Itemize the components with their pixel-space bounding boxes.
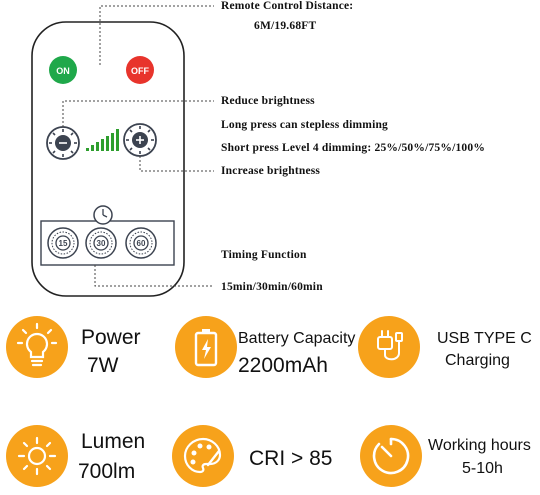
power-label: Power xyxy=(81,326,141,349)
sun-icon xyxy=(17,436,57,476)
usb-plug-icon xyxy=(377,330,403,361)
distance-title: Remote Control Distance: xyxy=(221,0,354,12)
power-value: 7W xyxy=(87,354,119,377)
timer-30-label: 30 xyxy=(97,239,106,248)
timer-icon xyxy=(372,437,410,475)
distance-value: 6M/19.68FT xyxy=(254,20,317,32)
timer-15-label: 15 xyxy=(59,239,68,248)
cri-feature-icon xyxy=(172,425,234,487)
battery-label: Battery Capacity xyxy=(238,330,356,347)
cri-text: CRI > 85 xyxy=(249,447,333,470)
lumen-label: Lumen xyxy=(81,430,146,453)
reduce-leader xyxy=(62,100,214,127)
battery-icon xyxy=(194,329,218,367)
on-button[interactable]: ON xyxy=(49,56,77,84)
timer-15-button[interactable]: 15 xyxy=(47,227,79,259)
hours-value: 5-10h xyxy=(462,460,503,477)
reduce-brightness-button[interactable] xyxy=(46,126,80,160)
reduce-brightness-text: Reduce brightness xyxy=(221,95,315,107)
hours-label: Working hours xyxy=(428,437,531,454)
off-label: OFF xyxy=(131,66,149,76)
battery-feature-icon xyxy=(175,316,237,378)
on-label: ON xyxy=(56,66,70,76)
dimming-level-bars xyxy=(86,129,119,151)
usb-line2: Charging xyxy=(445,352,510,369)
battery-value: 2200mAh xyxy=(238,354,328,377)
clock-icon xyxy=(93,205,113,225)
increase-leader xyxy=(139,156,214,172)
short-press-text: Short press Level 4 dimming: 25%/50%/75%… xyxy=(221,142,486,154)
usb-feature-icon xyxy=(358,316,420,378)
timer-60-label: 60 xyxy=(137,239,146,248)
off-button[interactable]: OFF xyxy=(126,56,154,84)
remote-diagram: ON OFF xyxy=(31,5,214,297)
timer-60-button[interactable]: 60 xyxy=(125,227,157,259)
usb-line1: USB TYPE C xyxy=(437,330,532,347)
timer-30-button[interactable]: 30 xyxy=(85,227,117,259)
timing-function-text: Timing Function xyxy=(221,249,307,261)
bulb-icon xyxy=(16,322,58,367)
lumen-feature-icon xyxy=(6,425,68,487)
long-press-text: Long press can stepless dimming xyxy=(221,119,389,131)
increase-brightness-text: Increase brightness xyxy=(221,165,321,177)
power-feature-icon xyxy=(6,316,68,378)
palette-icon xyxy=(183,437,222,474)
increase-brightness-button[interactable] xyxy=(123,123,157,157)
timing-values-text: 15min/30min/60min xyxy=(221,281,323,293)
reduce-sun-icon xyxy=(49,129,77,157)
timing-leader xyxy=(94,265,214,287)
hours-feature-icon xyxy=(360,425,422,487)
lumen-value: 700lm xyxy=(78,460,136,483)
increase-sun-icon xyxy=(126,126,154,154)
